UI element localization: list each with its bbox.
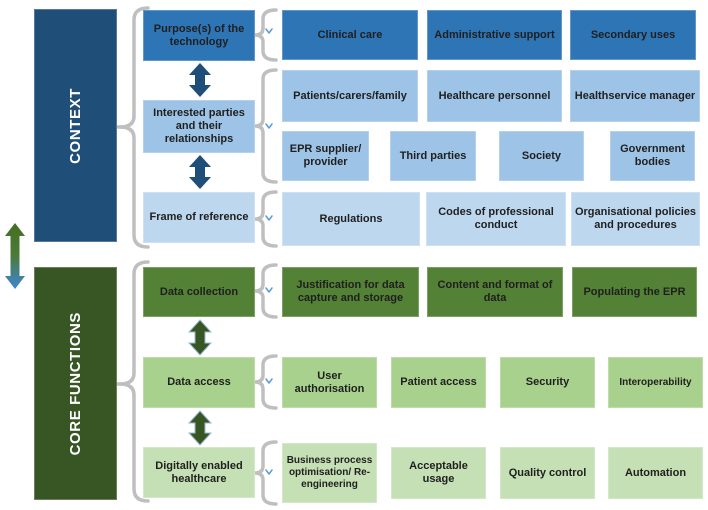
item-box-government: Government bodies: [610, 131, 695, 181]
chevron-icon: [265, 28, 273, 34]
category-box-parties: Interested parties and their relationshi…: [143, 100, 255, 153]
item-box-healthservice-mgr: Healthservice manager: [570, 70, 700, 122]
core-functions-section-label: CORE FUNCTIONS: [34, 267, 117, 500]
item-box-society: Society: [499, 131, 584, 181]
item-box-third-parties: Third parties: [390, 131, 476, 181]
chevron-icon: [265, 469, 273, 475]
purpose-group-brace: [253, 8, 278, 62]
category-box-access: Data access: [143, 357, 255, 408]
item-box-org-policies: Organisational policies and procedures: [571, 192, 700, 246]
item-box-secondary-uses: Secondary uses: [570, 10, 696, 60]
parties-group-brace: [253, 68, 278, 184]
bidirectional-arrow-icon: [189, 63, 211, 97]
frame-group-brace: [253, 190, 278, 248]
item-box-quality-control: Quality control: [500, 447, 595, 499]
chevron-icon: [265, 123, 273, 129]
chevron-icon: [265, 287, 273, 293]
item-box-codes: Codes of professional conduct: [426, 192, 566, 246]
chevron-icon: [265, 215, 273, 221]
bidirectional-arrow-icon: [187, 319, 213, 356]
access-group-brace: [253, 354, 278, 410]
item-box-patients: Patients/carers/family: [282, 70, 418, 122]
category-box-purpose: Purpose(s) of the technology: [143, 10, 255, 61]
bidirectional-arrow-icon: [187, 410, 213, 446]
item-box-patient-access: Patient access: [391, 357, 486, 408]
item-box-justification: Justification for data capture and stora…: [282, 267, 419, 317]
section-link-arrow-icon: [5, 223, 25, 289]
item-box-user-authorisation: User authorisation: [282, 357, 377, 408]
digitally-group-brace: [253, 440, 278, 506]
category-box-collection: Data collection: [143, 267, 255, 317]
item-box-populating-epr: Populating the EPR: [572, 267, 697, 317]
item-box-security: Security: [500, 357, 595, 408]
category-box-frame: Frame of reference: [143, 192, 255, 243]
core-functions-section-text: CORE FUNCTIONS: [66, 311, 84, 456]
context-section-text: CONTEXT: [66, 87, 84, 164]
item-box-epr-supplier: EPR supplier/ provider: [282, 131, 369, 181]
item-box-clinical-care: Clinical care: [282, 10, 418, 60]
bidirectional-arrow-icon: [189, 155, 211, 189]
item-box-content-format: Content and format of data: [427, 267, 563, 317]
item-box-personnel: Healthcare personnel: [427, 70, 562, 122]
item-box-acceptable-usage: Acceptable usage: [391, 447, 486, 499]
category-box-digitally: Digitally enabled healthcare: [143, 447, 255, 498]
item-box-business-process: Business process optimisation/ Re-engine…: [282, 443, 377, 503]
context-section-label: CONTEXT: [34, 9, 117, 242]
item-box-interoperability: Interoperability: [608, 357, 703, 408]
item-box-regulations: Regulations: [282, 192, 420, 246]
item-box-admin-support: Administrative support: [427, 10, 562, 60]
item-box-automation: Automation: [608, 447, 703, 499]
collection-group-brace: [253, 263, 278, 319]
chevron-icon: [265, 378, 273, 384]
